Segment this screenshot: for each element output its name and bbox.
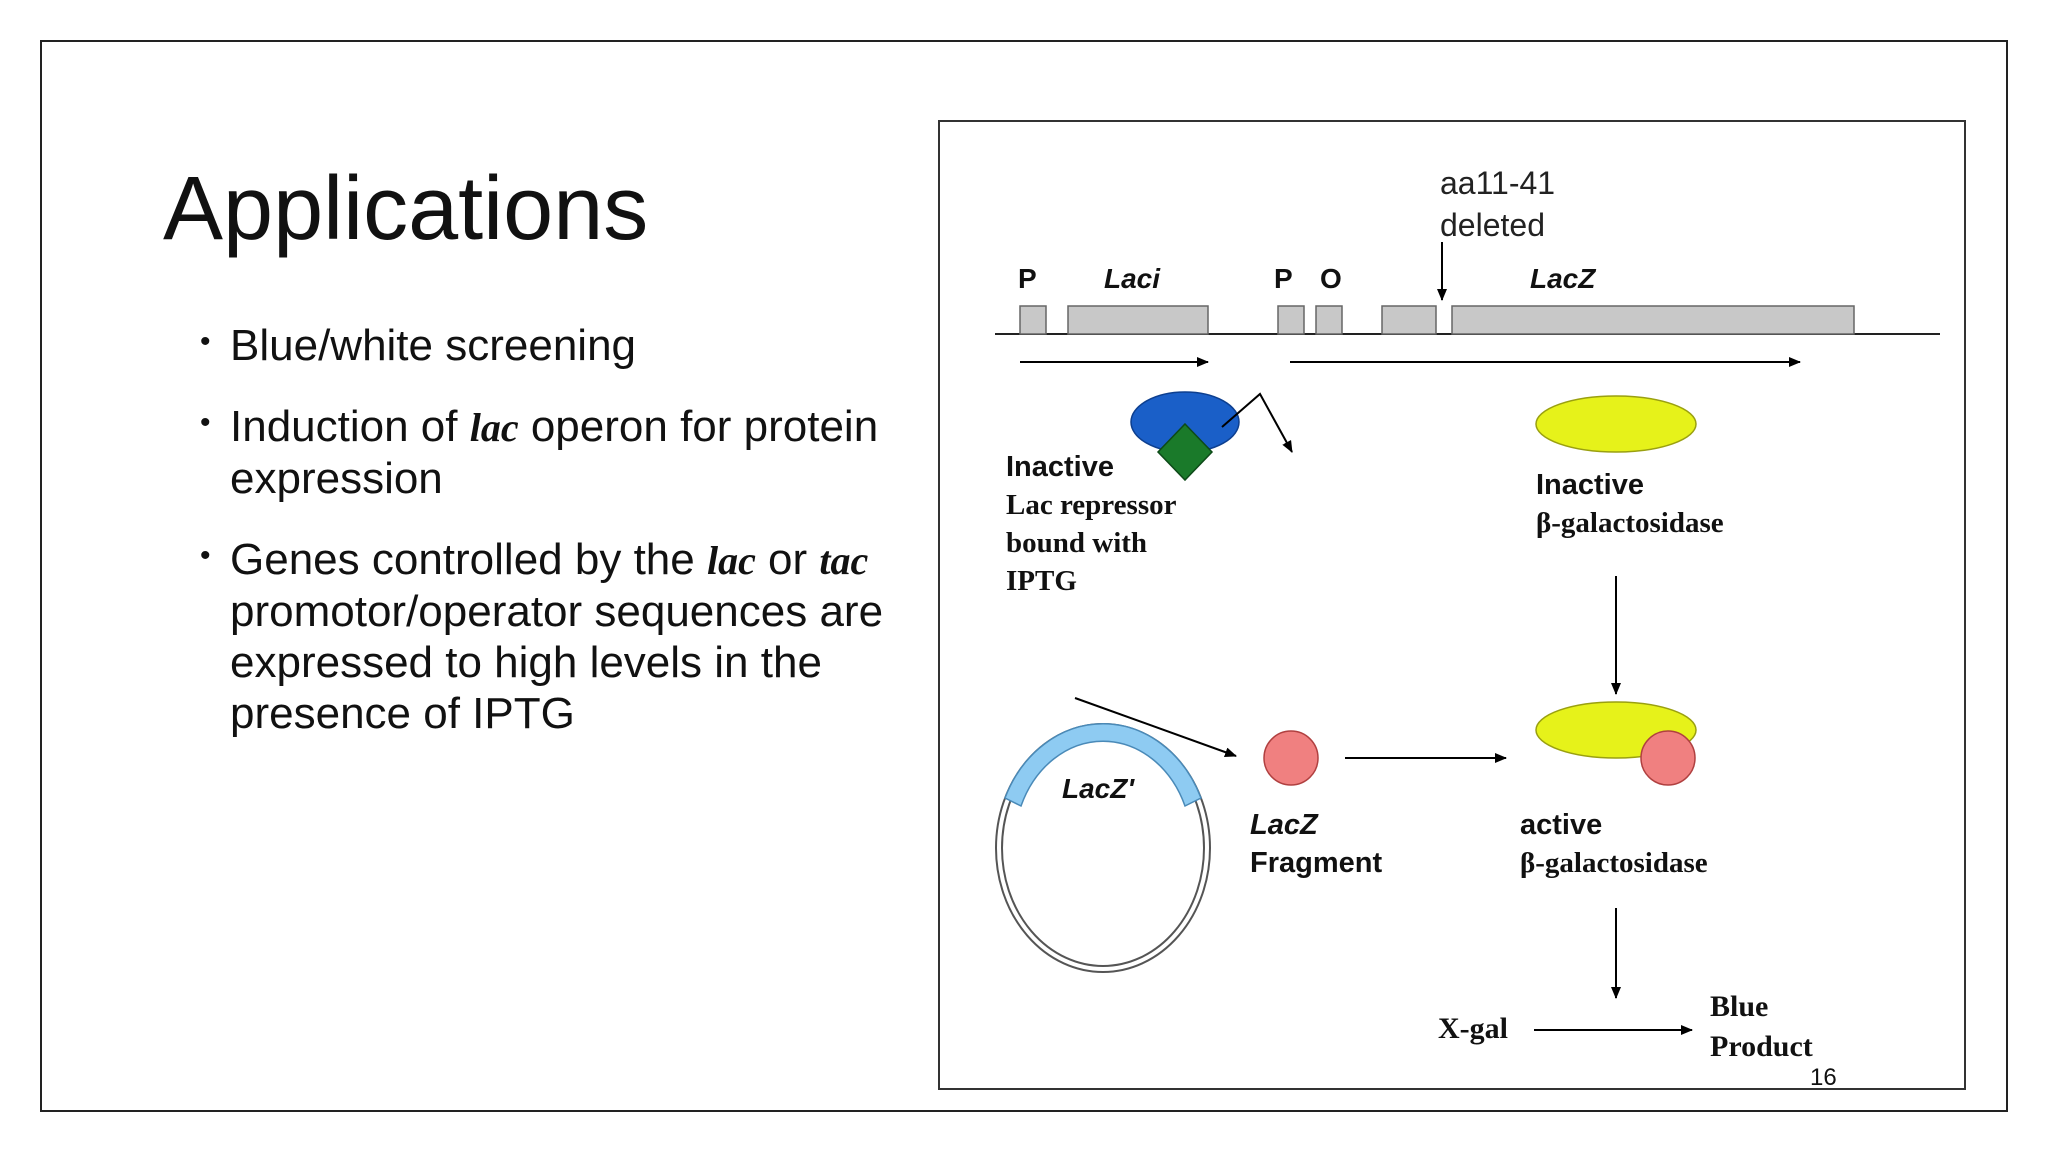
beta-gal-active-state: active — [1520, 809, 1602, 841]
xgal-label: X-gal — [1438, 1012, 1508, 1045]
plasmid-expression-arrow — [1074, 697, 1237, 757]
blue-product-label-1: Blue — [1710, 990, 1768, 1023]
bullet-dot-icon: • — [200, 539, 211, 572]
beta-gal-active-name: β-galactosidase — [1520, 847, 1708, 879]
bullet-item: • Genes controlled by the lac or tac pro… — [200, 534, 935, 739]
lacz-insert-band — [1004, 723, 1202, 808]
promoter-box-1 — [1019, 305, 1047, 335]
iptg-diamond — [1156, 422, 1214, 482]
bullet-text-line4: presence of IPTG — [230, 689, 575, 738]
bullet-dot-icon: • — [200, 406, 211, 439]
promoter-box-2 — [1277, 305, 1305, 335]
bullet-list: • Blue/white screening • Induction of la… — [200, 320, 935, 769]
repressor-desc-3: IPTG — [1006, 565, 1077, 597]
bullet-text-line2: expression — [230, 454, 443, 503]
lacz-fragment-circle — [1263, 730, 1319, 786]
gene-label-laci: Laci — [1104, 263, 1161, 294]
bullet-text-line2: promotor/operator sequences are — [230, 587, 884, 636]
bullet-text: Blue/white screening — [230, 321, 637, 370]
slide-number: 16 — [1810, 1064, 1837, 1091]
deletion-label: aa11-41 — [1440, 165, 1555, 201]
laci-box — [1067, 305, 1209, 335]
gene-label-o: O — [1320, 263, 1342, 294]
inactive-beta-gal-shape — [1535, 395, 1697, 453]
bound-fragment-circle — [1640, 730, 1696, 786]
bullet-dot-icon: • — [200, 325, 211, 358]
slide-title: Applications — [163, 159, 649, 259]
fragment-label-1: LacZ — [1250, 809, 1319, 841]
bullet-item: • Induction of lac operon for protein ex… — [200, 401, 935, 504]
lac-italic: lac — [706, 538, 756, 583]
operator-box — [1315, 305, 1343, 335]
bullet-text-line3: expressed to high levels in the — [230, 638, 822, 687]
bullet-item: • Blue/white screening — [200, 320, 935, 371]
repressor-state-label: Inactive — [1006, 451, 1114, 483]
repressor-desc-2: bound with — [1006, 527, 1147, 559]
lacz-deleted-region-box — [1381, 305, 1437, 335]
lacz-box — [1451, 305, 1855, 335]
bullet-text: Induction of lac operon for protein — [230, 402, 879, 451]
lac-operon-figure: aa11-41 deleted P Laci P O LacZ Inactive… — [938, 120, 1966, 1090]
beta-gal-inactive-state: Inactive — [1536, 469, 1644, 501]
repressor-release-arrow — [1221, 392, 1293, 453]
beta-gal-inactive-name: β-galactosidase — [1536, 507, 1724, 539]
tac-italic: tac — [819, 538, 869, 583]
repressor-desc-1: Lac repressor — [1006, 489, 1177, 521]
deletion-label-2: deleted — [1440, 207, 1545, 243]
fragment-label-2: Fragment — [1250, 847, 1382, 879]
lac-italic: lac — [469, 405, 519, 450]
gene-label-p2: P — [1274, 263, 1293, 294]
plasmid-insert-label: LacZ' — [1062, 773, 1135, 804]
gene-label-lacz: LacZ — [1530, 263, 1596, 294]
bullet-text: Genes controlled by the lac or tac — [230, 535, 869, 584]
gene-label-p1: P — [1018, 263, 1037, 294]
figure-canvas: aa11-41 deleted P Laci P O LacZ Inactive… — [995, 165, 1940, 1063]
blue-product-label-2: Product — [1710, 1030, 1813, 1063]
